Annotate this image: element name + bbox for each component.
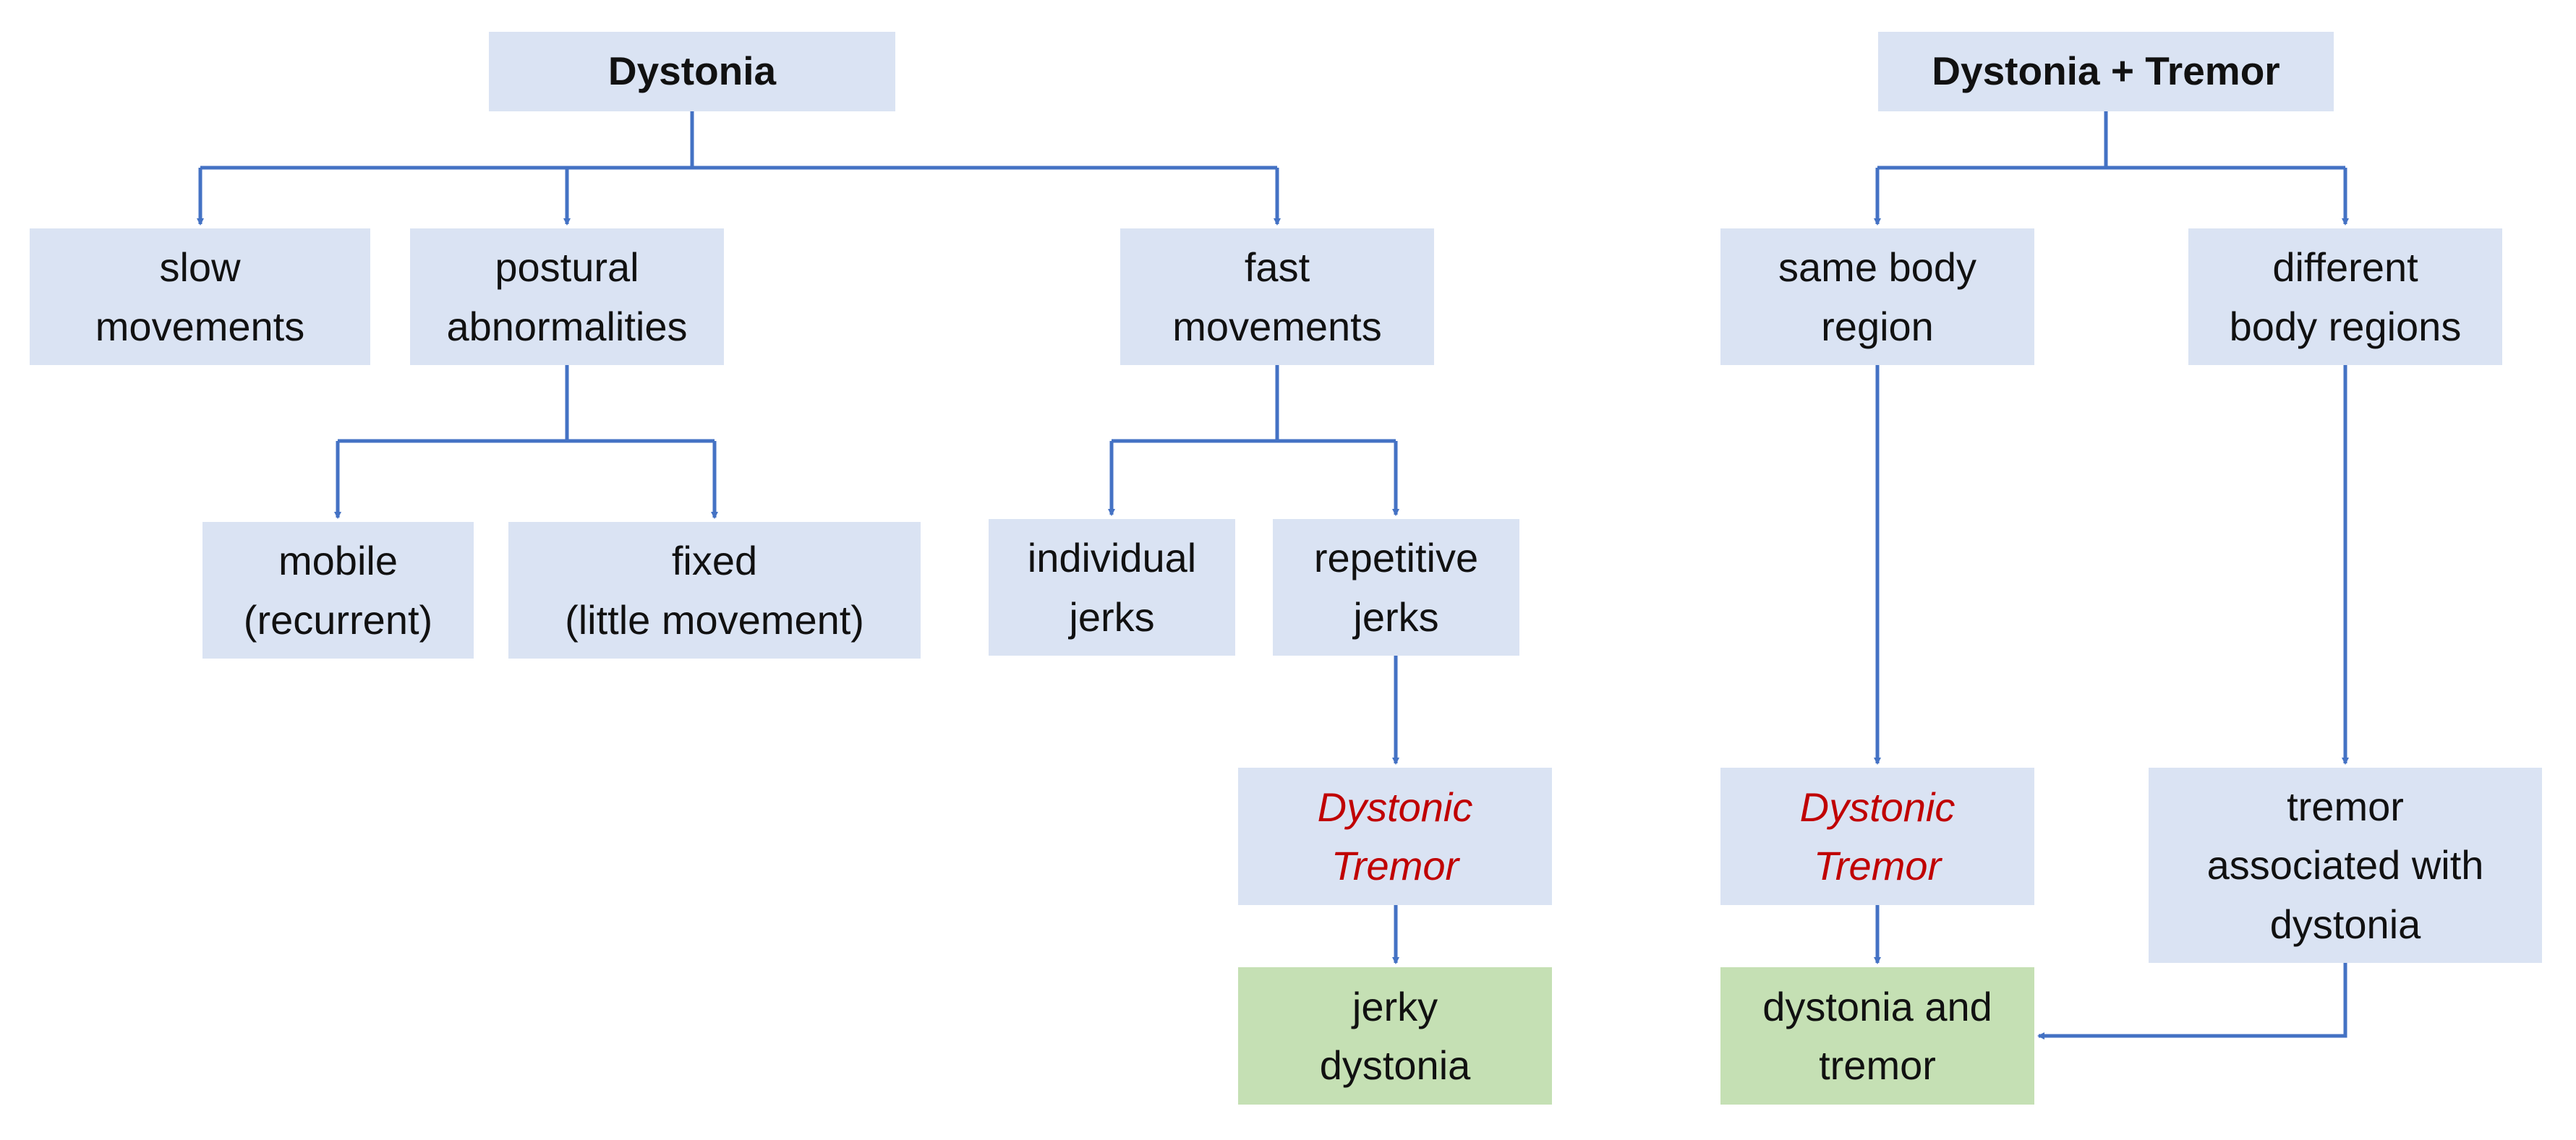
node-dystonia-tremor-line-1: Dystonia + Tremor [1932, 48, 2280, 94]
node-slow-movements: slow movements [30, 228, 370, 365]
node-dyst-and-tremor-line-1: dystonia and [1762, 983, 1992, 1029]
node-diff-regions-line-1: different [2272, 244, 2418, 291]
node-diff-regions-line-2: body regions [2229, 303, 2462, 349]
node-postural-line-2: abnormalities [446, 303, 688, 349]
node-tremor-associated-with-dystonia: tremor associated with dystonia [2149, 768, 2542, 963]
node-dystonic-tremor-right: Dystonic Tremor [1720, 768, 2034, 905]
connector-assoc-to-dyst-and-tremor [2037, 963, 2347, 1040]
node-fast-line-2: movements [1172, 303, 1382, 349]
node-different-body-regions: different body regions [2188, 228, 2502, 365]
node-jerky-line-1: jerky [1352, 983, 1438, 1029]
node-fixed-line-1: fixed [671, 538, 758, 584]
node-dt-left-line-1: Dystonic [1317, 784, 1473, 830]
node-same-region-line-2: region [1821, 303, 1934, 349]
node-dt-right-line-1: Dystonic [1799, 784, 1956, 830]
node-repetitive-jerks: repetitive jerks [1273, 519, 1519, 656]
node-repetitive-line-2: jerks [1353, 593, 1439, 640]
node-fast-movements: fast movements [1120, 228, 1434, 365]
node-same-region-line-1: same body [1778, 244, 1976, 291]
node-fast-line-1: fast [1244, 244, 1310, 291]
node-individual-jerks: individual jerks [989, 519, 1235, 656]
node-fixed-line-2: (little movement) [565, 596, 864, 643]
node-dystonia: Dystonia [489, 32, 895, 111]
node-dystonia-line-1: Dystonia [607, 48, 777, 94]
node-mobile-recurrent: mobile (recurrent) [202, 522, 474, 659]
node-mobile-line-2: (recurrent) [243, 596, 433, 643]
node-dystonia-plus-tremor: Dystonia + Tremor [1878, 32, 2334, 111]
node-slow-line-1: slow [159, 244, 241, 291]
node-individual-line-2: jerks [1069, 593, 1155, 640]
node-tremor-assoc-line-2: associated with [2206, 842, 2484, 888]
node-postural-abnormalities: postural abnormalities [410, 228, 724, 365]
node-fixed-little-movement: fixed (little movement) [508, 522, 921, 659]
node-repetitive-line-1: repetitive [1313, 535, 1479, 581]
node-dystonic-tremor-left: Dystonic Tremor [1238, 768, 1552, 905]
node-slow-line-2: movements [95, 303, 305, 349]
node-dt-left-line-2: Tremor [1331, 843, 1459, 888]
node-jerky-dystonia: jerky dystonia [1238, 967, 1552, 1105]
node-individual-line-1: individual [1027, 535, 1197, 581]
node-mobile-line-1: mobile [278, 538, 398, 584]
node-tremor-assoc-line-1: tremor [2287, 784, 2404, 830]
node-dt-right-line-2: Tremor [1813, 843, 1942, 888]
node-dyst-and-tremor-line-2: tremor [1819, 1042, 1936, 1088]
node-postural-line-1: postural [495, 244, 639, 291]
node-same-body-region: same body region [1720, 228, 2034, 365]
node-dystonia-and-tremor: dystonia and tremor [1720, 967, 2034, 1105]
node-tremor-assoc-line-3: dystonia [2269, 901, 2421, 947]
node-jerky-line-2: dystonia [1319, 1042, 1471, 1088]
